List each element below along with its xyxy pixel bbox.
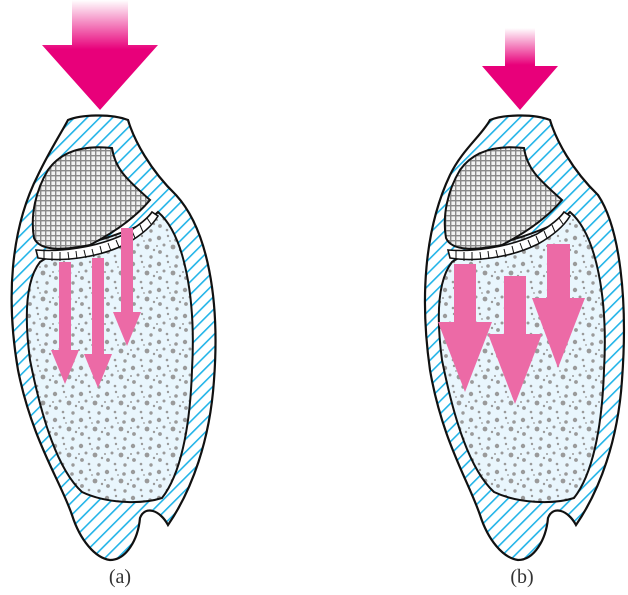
incoming-force-arrow-a xyxy=(42,0,158,110)
panel-b-caption: (b) xyxy=(492,566,552,589)
panel-a xyxy=(12,0,216,560)
incoming-force-arrow-b xyxy=(482,28,558,110)
panel-a-caption: (a) xyxy=(90,566,150,589)
panel-b xyxy=(425,28,624,560)
